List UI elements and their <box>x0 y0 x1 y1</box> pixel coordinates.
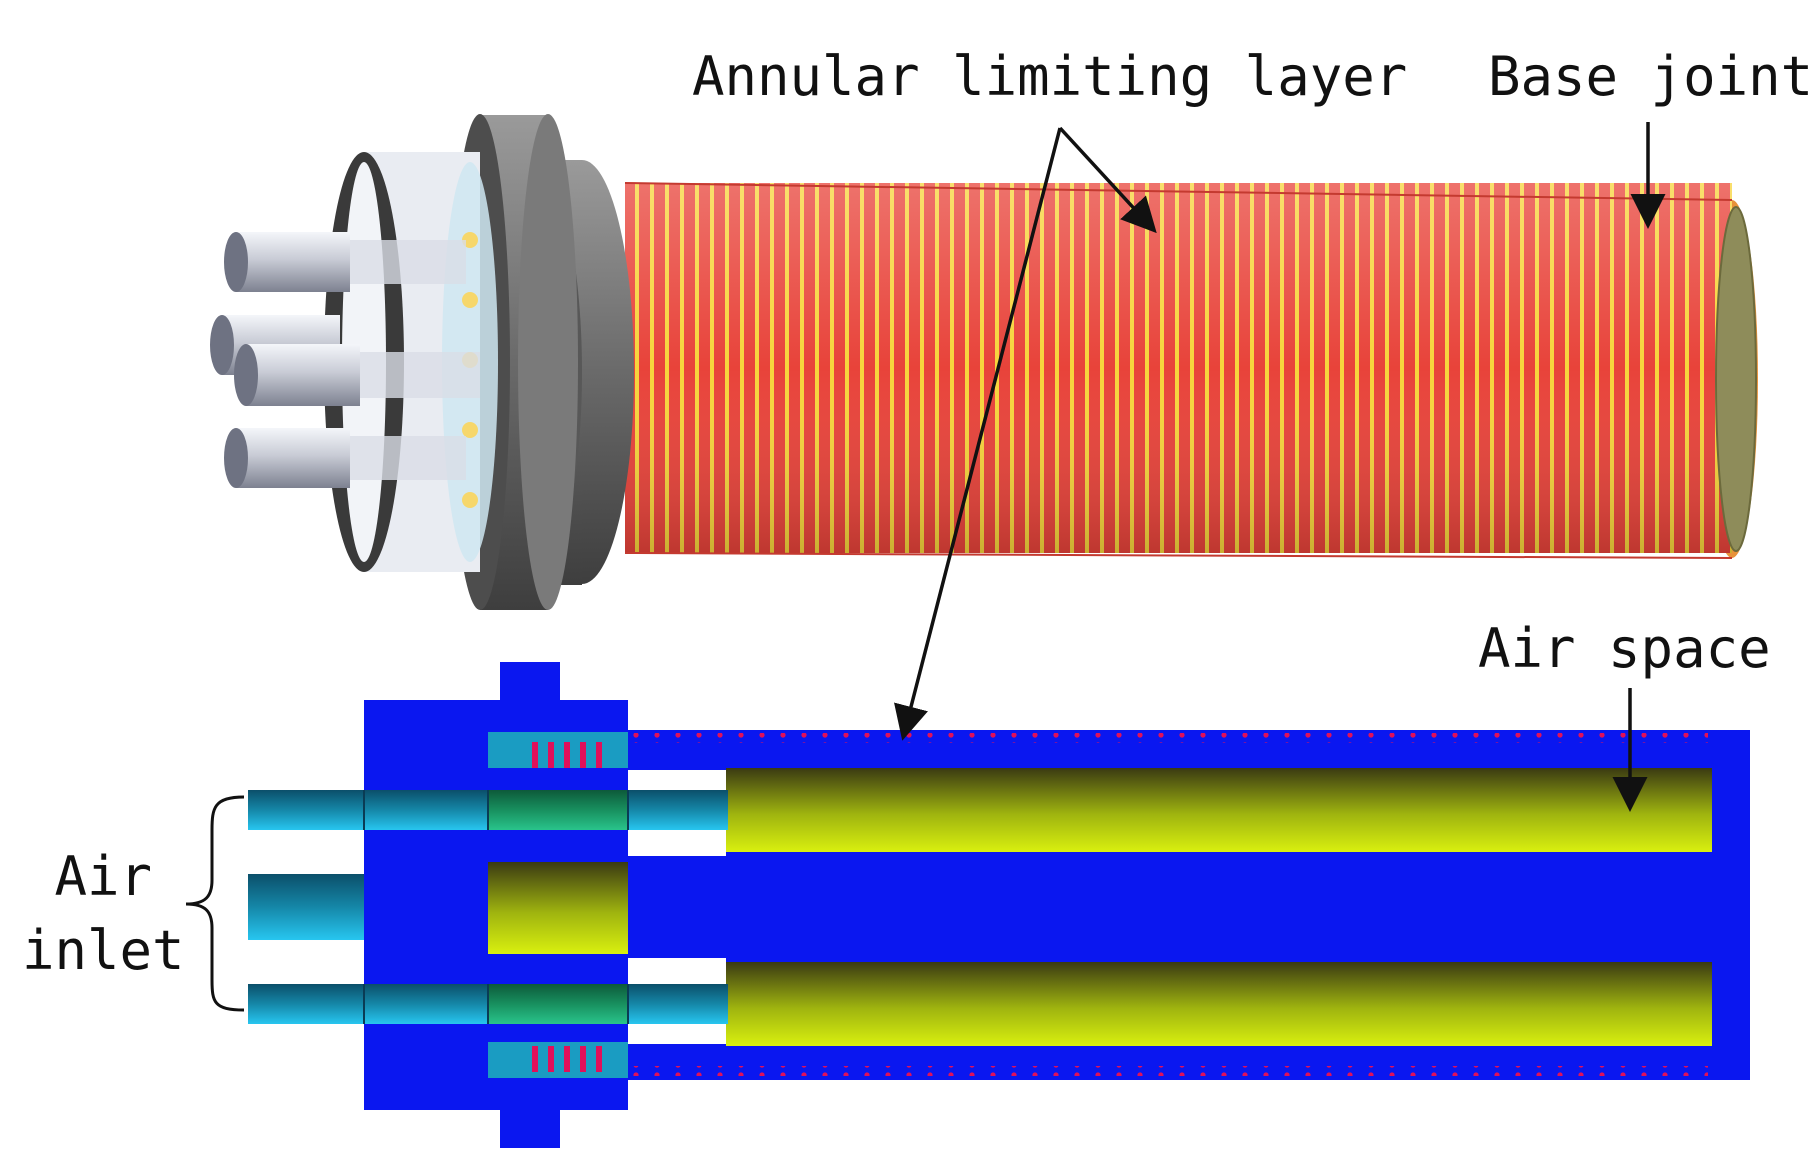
label-annular-limiting-layer: Annular limiting layer <box>692 45 1408 108</box>
limiting-layer-top <box>628 733 1708 743</box>
air-space-channel-bottom <box>726 962 1712 1046</box>
arrow-to-limiting-layer <box>894 127 1062 741</box>
label-air-space: Air space <box>1478 617 1771 680</box>
limiting-layer-bottom <box>628 1066 1708 1076</box>
tube-end-face <box>1716 207 1756 551</box>
inlet-pipe-middle <box>248 874 364 940</box>
arrow-to-coil <box>1058 126 1157 234</box>
label-air-inlet-line2: inlet <box>22 919 185 982</box>
annotation-arrows <box>185 122 1666 1012</box>
inlet-pipes <box>210 232 480 488</box>
cross-section-view <box>248 662 1750 1148</box>
air-space-channel-middle <box>488 862 628 954</box>
label-air-inlet: Air inlet <box>22 840 185 988</box>
label-base-joint: Base joint <box>1488 45 1814 108</box>
air-inlet-brace <box>185 795 245 1012</box>
label-air-inlet-line1: Air <box>54 845 153 908</box>
air-space-channel-top <box>726 768 1712 852</box>
cylinder-3d-view <box>210 114 1758 610</box>
